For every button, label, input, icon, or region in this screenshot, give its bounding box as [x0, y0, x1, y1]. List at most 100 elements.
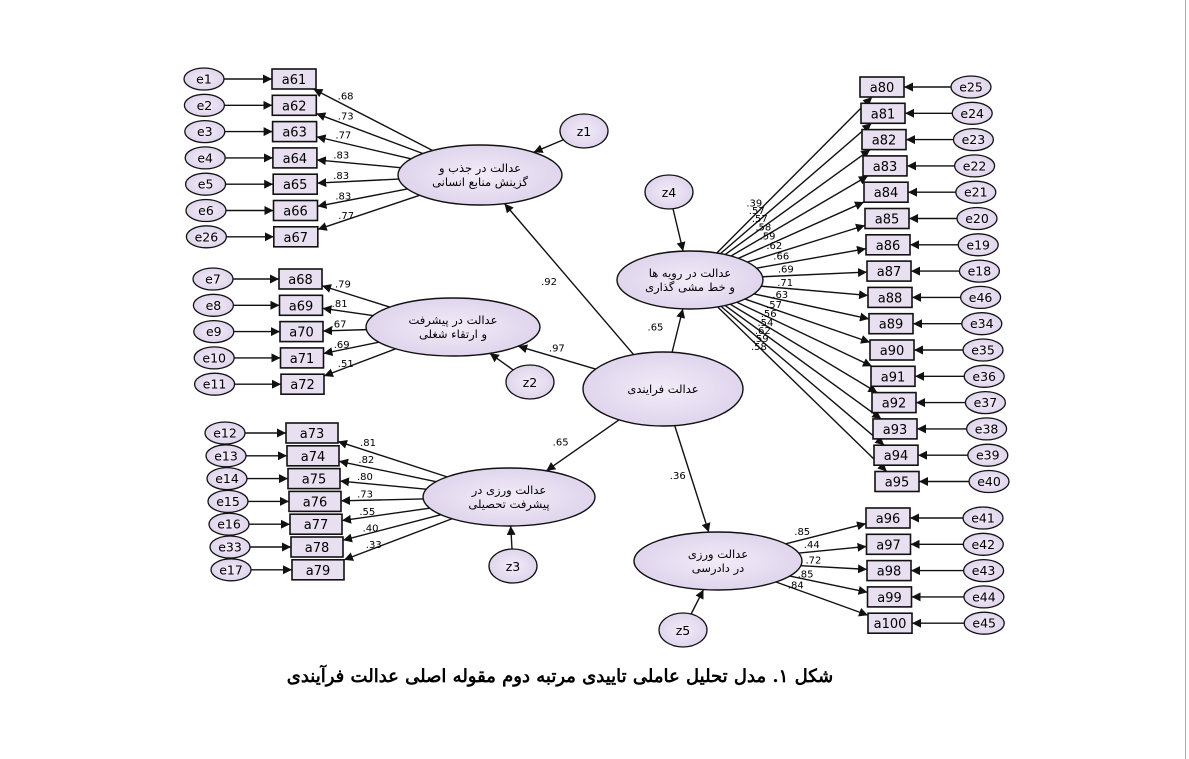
indicator-a62 [271, 94, 318, 117]
indicator-label: a86 [876, 239, 901, 254]
weight-a61: .68 [338, 92, 354, 103]
indicator-a83 [862, 155, 908, 177]
error-e21 [955, 180, 997, 204]
weight-a62: .73 [338, 111, 354, 122]
indicator-label: a80 [870, 81, 895, 96]
weight-a96: .85 [794, 527, 810, 538]
indicator-a80 [859, 76, 905, 98]
page-edge-divider [1185, 0, 1186, 759]
indicator-a75 [287, 467, 341, 490]
error-e16 [208, 512, 250, 536]
indicator-a90 [869, 339, 915, 361]
weight-a82: .57 [752, 214, 768, 225]
weight-a73: .81 [360, 438, 376, 449]
figure-caption: شکل ۱. مدل تحلیل عاملی تاییدی مرتبه دوم … [286, 666, 834, 687]
nodes-layer [183, 67, 1010, 648]
error-e45 [963, 611, 1005, 635]
loading-path-a64 [316, 156, 401, 169]
error-e2 [183, 93, 226, 117]
latent-f2 [365, 297, 541, 357]
error-e36 [963, 364, 1005, 388]
latent-f1 [397, 144, 563, 206]
disturbance-label: z1 [577, 124, 592, 139]
latent-f3 [422, 467, 596, 527]
error-label: e16 [217, 517, 241, 532]
loading-f2: .97 [549, 344, 565, 355]
loading-path-a71 [323, 341, 379, 357]
weight-a86: .66 [773, 252, 789, 263]
indicator-a66 [272, 199, 319, 222]
latent-root-label: عدالت فرایندی [627, 382, 698, 397]
indicator-a96 [865, 507, 911, 529]
disturbance-label: z2 [523, 375, 538, 390]
error-e23 [952, 127, 995, 152]
weight-a90: .57 [766, 300, 782, 311]
indicator-a86 [865, 234, 911, 256]
error-label: e24 [960, 106, 984, 121]
error-e5 [184, 172, 227, 196]
error-e14 [206, 466, 248, 491]
weight-a85: .62 [766, 241, 782, 252]
weight-a84: .59 [760, 232, 776, 243]
disturbance-z3 [488, 548, 538, 584]
error-label: e3 [197, 124, 213, 139]
error-label: e20 [965, 211, 989, 226]
error-e43 [962, 558, 1005, 583]
path-z5-to-f5 [690, 589, 705, 615]
weight-a69: .81 [332, 299, 348, 310]
latent-f5 [633, 531, 803, 591]
indicator-a69 [278, 294, 324, 317]
error-label: e42 [971, 537, 995, 552]
error-label: e44 [972, 589, 996, 604]
indicator-a99 [866, 586, 913, 608]
error-e10 [193, 346, 235, 370]
error-e44 [963, 585, 1005, 609]
indicator-a91 [870, 365, 916, 388]
weight-a79: .33 [366, 540, 382, 551]
loading-path-a68 [321, 284, 390, 308]
weight-a80: .39 [746, 198, 762, 209]
error-e24 [951, 101, 993, 125]
error-e35 [962, 338, 1004, 362]
error-e33 [209, 535, 251, 559]
indicator-a78 [290, 536, 344, 558]
error-e19 [957, 233, 999, 257]
weight-a67: .77 [338, 211, 354, 222]
error-label: e11 [203, 377, 227, 392]
weight-a75: .80 [357, 472, 373, 483]
indicator-a67 [272, 226, 319, 248]
error-e25 [950, 75, 992, 99]
indicator-label: a69 [289, 299, 314, 314]
indicator-a87 [866, 260, 912, 282]
loading-path-a91 [736, 301, 873, 367]
indicator-a79 [291, 558, 345, 581]
error-label: e34 [970, 316, 994, 331]
error-label: e5 [198, 177, 214, 192]
indicator-label: a92 [882, 397, 907, 412]
loading-f5: .36 [670, 471, 686, 482]
latent-f4 [616, 250, 764, 310]
error-label: e19 [966, 237, 990, 252]
indicator-label: a81 [871, 107, 896, 122]
loading-path-a65 [317, 178, 399, 188]
latent-f3-label: پیشرفت تحصیلی [468, 497, 549, 512]
weight-a68: .79 [335, 279, 351, 290]
indicator-label: a83 [873, 160, 898, 175]
edges-layer [224, 74, 969, 628]
weight-a81: .57 [749, 206, 765, 217]
indicator-label: a91 [881, 370, 906, 385]
error-label: e12 [213, 426, 237, 441]
loading-path-a87 [762, 267, 868, 278]
indicator-a65 [272, 173, 319, 195]
error-e8 [192, 293, 235, 317]
error-label: e21 [964, 185, 988, 200]
indicator-label: a98 [877, 565, 902, 580]
error-label: e45 [972, 616, 996, 631]
error-label: e18 [968, 264, 992, 279]
error-e13 [205, 444, 247, 468]
loading-path-a72 [323, 348, 396, 378]
indicator-label: a87 [877, 265, 902, 280]
weight-a66: .83 [335, 191, 351, 202]
error-label: e4 [197, 150, 213, 165]
